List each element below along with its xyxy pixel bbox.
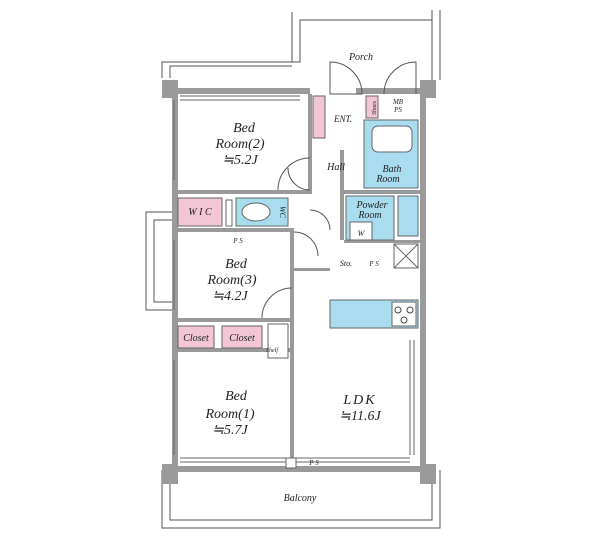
shoes-label: Shoes <box>372 100 378 115</box>
closet-2-area <box>221 325 263 349</box>
mb-label: MB <box>392 98 404 106</box>
ps-shaft-left <box>225 199 233 227</box>
bed-room-3-title: Bed <box>225 257 248 272</box>
closet-1-area <box>177 325 215 349</box>
porch-label: Porch <box>348 52 373 63</box>
door-swings <box>261 61 417 319</box>
walls <box>162 80 436 484</box>
powder-room-title: Powder <box>355 200 387 211</box>
window-marks <box>173 95 415 463</box>
shelf-label: Shelf <box>266 347 279 354</box>
bed-room-2-name: Room(2) <box>215 137 265 152</box>
balcony-label: Balcony <box>284 493 317 504</box>
ps-left-label: P S <box>232 237 243 245</box>
shoes-cabinet <box>365 95 379 119</box>
ps-bottom-label: P S <box>308 459 319 467</box>
outline-lines <box>145 10 441 529</box>
bed-room-1-name: Room(1) <box>205 407 255 422</box>
cooktop-icon <box>391 301 417 327</box>
ps-right-label: P S <box>368 260 379 268</box>
vanity-counter <box>397 195 419 237</box>
wic-label: W I C <box>188 207 212 218</box>
closet-1-label: Closet <box>183 333 209 344</box>
bed-room-1-area: ≒5.7J <box>212 423 248 438</box>
ps-shaft-bottom <box>285 457 297 469</box>
shelf-area <box>267 323 289 359</box>
toilet-icon <box>241 202 271 222</box>
ldk-area: ≒11.6J <box>339 409 381 424</box>
entrance-label: ENT. <box>333 114 352 124</box>
bed-room-2-title: Bed <box>233 121 256 136</box>
washer-label: W <box>358 229 366 238</box>
wic-area <box>177 197 223 227</box>
washer-icon <box>349 221 373 241</box>
closet-2-label: Closet <box>229 333 255 344</box>
bed-room-2-area: ≒5.2J <box>222 153 258 168</box>
powder-room-name: Room <box>357 210 381 221</box>
storage-label: Sto. <box>340 259 352 268</box>
bed-room-3-name: Room(3) <box>207 273 257 288</box>
bath-room-name: Room <box>375 174 399 185</box>
bed-room-3-area: ≒4.2J <box>212 289 248 304</box>
entrance-floor <box>312 95 326 139</box>
wc-label: WC <box>278 206 287 219</box>
mb-ps-label: PS <box>393 106 402 114</box>
bed-room-1-title: Bed <box>225 389 248 404</box>
bath-room-title: Bath <box>383 164 402 175</box>
bathtub-icon <box>371 125 413 153</box>
hall-label: Hall <box>326 162 345 173</box>
ldk-title: LDK <box>342 393 376 408</box>
